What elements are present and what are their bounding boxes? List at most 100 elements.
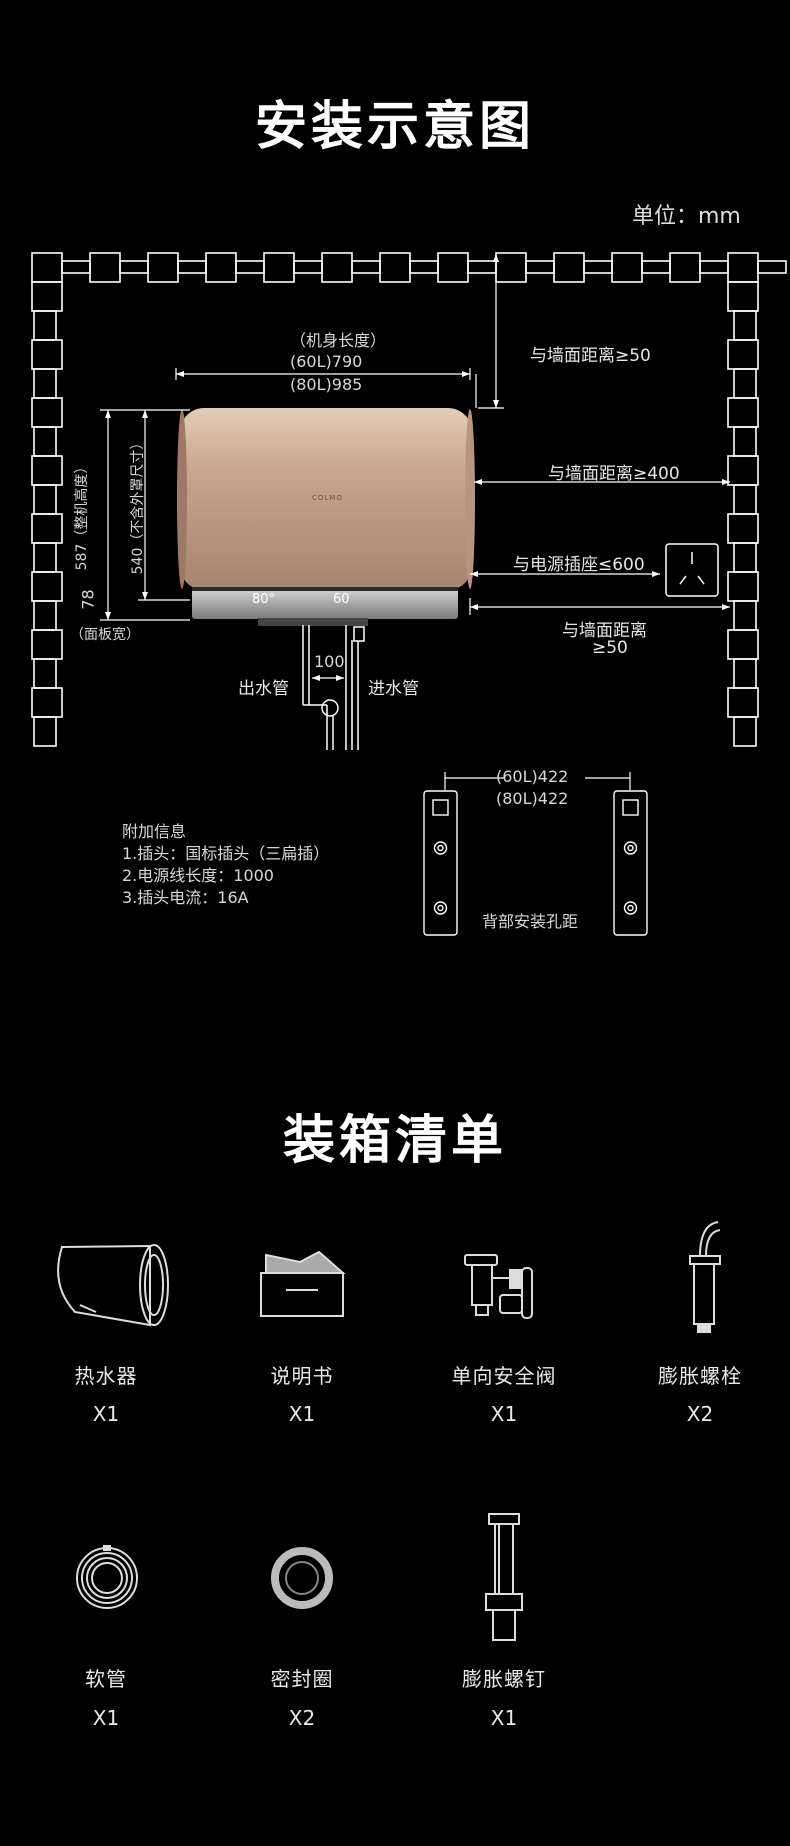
wall-frame [31, 252, 787, 747]
wall-brick [699, 260, 729, 274]
item-qty: X1 [92, 1706, 120, 1730]
item-name: 热水器 [74, 1364, 138, 1388]
wall-brick [31, 281, 63, 312]
wall-brick [727, 513, 759, 544]
item-qty: X1 [490, 1706, 518, 1730]
brand-logo: COLMO [312, 494, 343, 502]
inlet-pipe-label: 进水管 [368, 679, 419, 699]
wall-brick [147, 252, 179, 283]
wall-brick [669, 252, 701, 283]
wall-distance-top: 与墙面距离≥50 [530, 346, 651, 366]
body-length-label: （机身长度） [290, 331, 387, 350]
height-body-label: 540（不含外罩尺寸） [130, 435, 146, 575]
wall-distance-bottom-value: ≥50 [592, 638, 628, 658]
safety-valve-icon [464, 1254, 533, 1319]
expansion-screw-icon [485, 1513, 523, 1641]
extra-info-line: 1.插头：国标插头（三扁插） [122, 844, 330, 863]
wall-distance-right: 与墙面距离≥400 [548, 464, 680, 484]
panel-height: 78 [78, 589, 98, 610]
wall-brick [733, 368, 757, 399]
power-socket-icon [665, 543, 719, 597]
wall-brick [235, 260, 265, 274]
wall-brick [33, 600, 57, 631]
item-name: 膨胀螺钉 [462, 1667, 546, 1691]
wall-brick [89, 252, 121, 283]
length-80l: (80L)985 [290, 375, 363, 394]
wall-brick [31, 455, 63, 486]
hole-distance-80l: (80L)422 [496, 789, 569, 808]
wall-brick [31, 252, 63, 283]
pipe-gap: 100 [314, 652, 345, 671]
wall-brick [583, 260, 613, 274]
wall-brick [727, 397, 759, 428]
wall-brick [757, 260, 787, 274]
wall-brick [733, 658, 757, 689]
wall-brick [409, 260, 439, 274]
wall-brick [727, 455, 759, 486]
display-temp-left: 80° [252, 592, 276, 607]
wall-brick [733, 310, 757, 341]
wall-brick [525, 260, 555, 274]
wall-brick [33, 484, 57, 515]
socket-distance: 与电源插座≤600 [513, 555, 645, 575]
dimension-lines [100, 254, 730, 790]
hole-distance-label: 背部安装孔距 [482, 912, 579, 931]
wall-brick [61, 260, 91, 274]
wall-brick [31, 339, 63, 370]
packing-title: 装箱清单 [282, 1111, 507, 1171]
wall-brick [351, 260, 381, 274]
item-name: 单向安全阀 [451, 1364, 557, 1388]
outlet-pipe-label: 出水管 [238, 679, 289, 699]
item-qty: X2 [288, 1706, 316, 1730]
wall-brick [31, 629, 63, 660]
install-title: 安装示意图 [254, 97, 535, 157]
wall-brick [263, 252, 295, 283]
expansion-bolt-icon [689, 1221, 721, 1333]
height-total-label: 587（整机高度） [74, 459, 90, 571]
wall-brick [33, 426, 57, 457]
water-heater-drawing [177, 408, 475, 626]
wall-brick [437, 252, 469, 283]
item-qty: X1 [288, 1402, 316, 1426]
item-name: 密封圈 [270, 1667, 334, 1691]
display-temp-right: 60 [333, 592, 350, 607]
wall-brick [553, 252, 585, 283]
extra-info-line: 3.插头电流：16A [122, 888, 249, 907]
item-qty: X2 [686, 1402, 714, 1426]
wall-brick [321, 252, 353, 283]
wall-brick [379, 252, 411, 283]
wall-brick [733, 542, 757, 573]
wall-brick [33, 310, 57, 341]
wall-brick [467, 260, 497, 274]
wall-brick [733, 484, 757, 515]
item-name: 软管 [85, 1667, 127, 1691]
seal-ring-icon [271, 1547, 333, 1609]
wall-brick [727, 571, 759, 602]
wall-brick [727, 339, 759, 370]
wall-brick [31, 397, 63, 428]
panel-width-label: （面板宽） [70, 627, 140, 643]
wall-brick [293, 260, 323, 274]
wall-brick [205, 252, 237, 283]
item-qty: X1 [92, 1402, 120, 1426]
item-name: 膨胀螺栓 [658, 1364, 742, 1388]
wall-brick [733, 716, 757, 747]
pipes [302, 625, 365, 750]
wall-brick [727, 629, 759, 660]
wall-brick [733, 426, 757, 457]
wall-brick [31, 687, 63, 718]
wall-brick [611, 252, 643, 283]
extra-info-title: 附加信息 [122, 822, 187, 841]
extra-info-line: 2.电源线长度：1000 [122, 866, 274, 885]
wall-distance-bottom: 与墙面距离 [562, 621, 647, 641]
hole-distance-60l: (60L)422 [496, 767, 569, 786]
wall-brick [733, 600, 757, 631]
item-name: 说明书 [270, 1364, 334, 1388]
wall-brick [33, 658, 57, 689]
wall-brick [119, 260, 149, 274]
wall-brick [727, 687, 759, 718]
wall-brick [31, 513, 63, 544]
wall-brick [177, 260, 207, 274]
length-60l: (60L)790 [290, 352, 363, 371]
